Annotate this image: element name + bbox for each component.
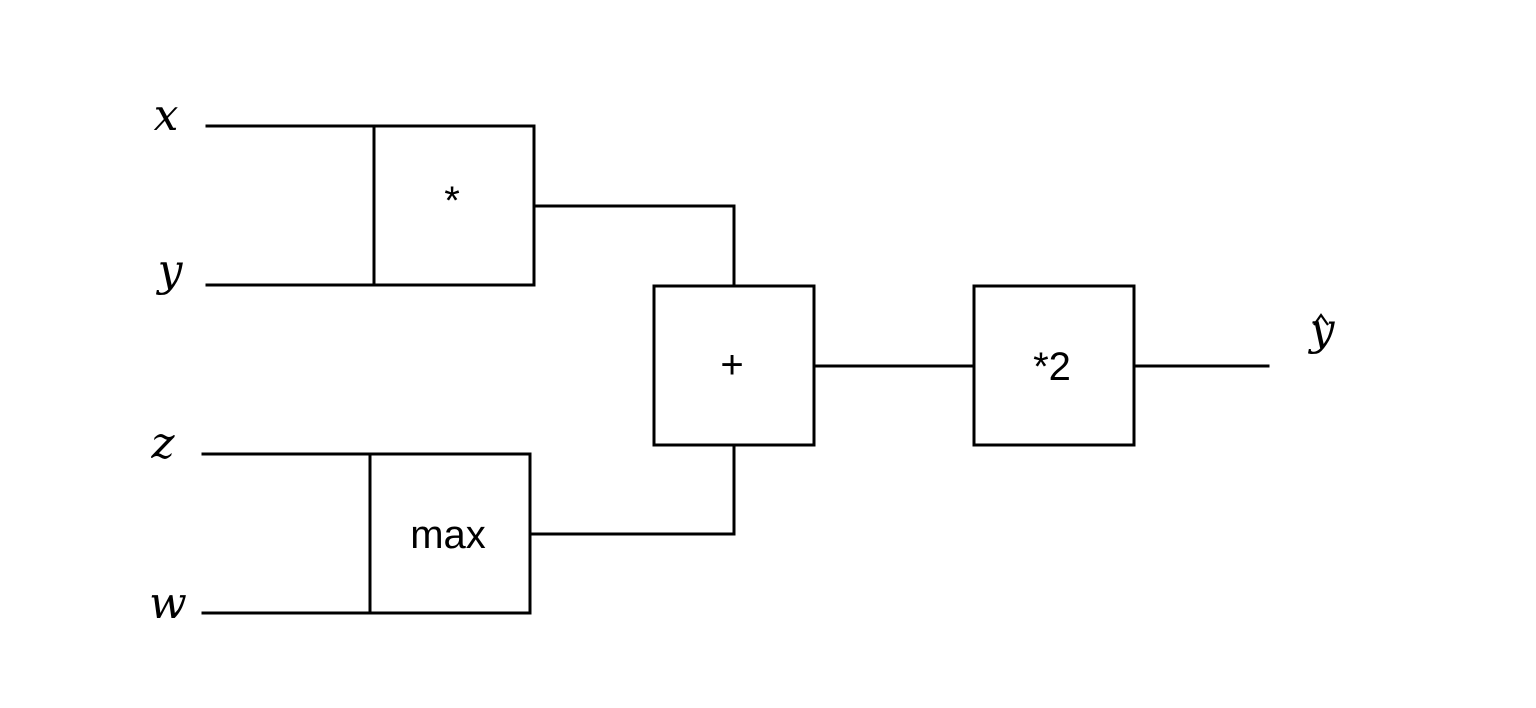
output-label-group: y <box>1308 304 1336 355</box>
max-node: max <box>368 452 532 615</box>
hat-accent-icon <box>1313 313 1329 326</box>
wire-multiply-to-add <box>532 204 736 288</box>
multiply-box <box>372 124 536 287</box>
input-label-z: z <box>150 418 175 469</box>
scale-node: *2 <box>972 284 1136 447</box>
wire-max-to-add <box>528 443 736 536</box>
input-label-y: y <box>156 245 184 296</box>
multiply-label: * <box>444 179 460 223</box>
add-label: + <box>720 343 743 387</box>
add-box <box>652 284 816 447</box>
input-label-w: w <box>149 578 187 629</box>
max-box <box>368 452 532 615</box>
scale-box <box>972 284 1136 447</box>
max-label: max <box>410 513 486 557</box>
multiply-node: * <box>372 124 536 287</box>
scale-label: *2 <box>1033 345 1071 389</box>
output-label: y <box>1308 304 1336 355</box>
add-node: + <box>652 284 816 447</box>
input-label-x: x <box>154 90 179 141</box>
